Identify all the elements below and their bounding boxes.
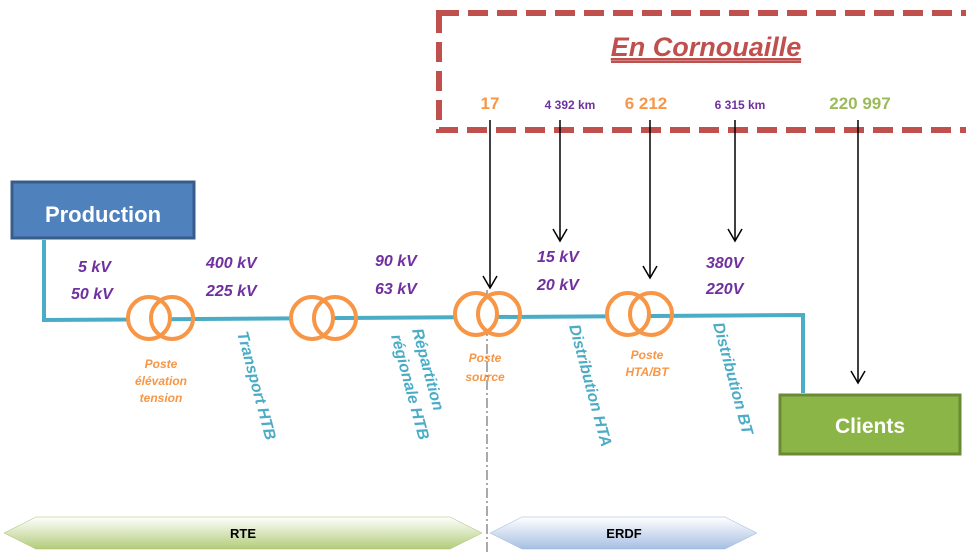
rte-label: RTE bbox=[230, 526, 256, 541]
substation-elevation-line2: élévation bbox=[135, 374, 187, 388]
production-label: Production bbox=[45, 202, 161, 227]
erdf-double-arrow bbox=[489, 516, 758, 550]
transformer-repartition-icon bbox=[289, 295, 358, 341]
voltage-repartition-2: 63 kV bbox=[375, 281, 418, 298]
region-dashed-box bbox=[436, 10, 966, 133]
voltage-bt-2: 220V bbox=[705, 281, 745, 298]
voltage-repartition-1: 90 kV bbox=[375, 253, 418, 270]
substation-source-line1: Poste bbox=[469, 351, 502, 365]
segment-distribution-bt: Distribution BT bbox=[709, 321, 756, 438]
substation-elevation-line3: tension bbox=[140, 391, 183, 405]
transformer-source-icon bbox=[453, 291, 522, 337]
voltage-production-1: 5 kV bbox=[78, 259, 112, 276]
voltage-hta-1: 15 kV bbox=[537, 249, 580, 266]
voltage-hta-2: 20 kV bbox=[536, 277, 580, 294]
transformer-hta-bt-icon bbox=[605, 291, 674, 337]
count-postes-source: 17 bbox=[481, 94, 500, 113]
substation-hta-bt-line2: HTA/BT bbox=[625, 365, 670, 379]
erdf-label: ERDF bbox=[606, 526, 641, 541]
voltage-production-2: 50 kV bbox=[71, 286, 114, 303]
count-clients: 220 997 bbox=[829, 94, 890, 113]
voltage-transport-1: 400 kV bbox=[205, 255, 258, 272]
count-km-bt: 6 315 km bbox=[715, 98, 766, 112]
transformer-elevation-icon bbox=[126, 295, 195, 341]
substation-hta-bt-line1: Poste bbox=[631, 348, 664, 362]
count-postes-hta-bt: 6 212 bbox=[625, 94, 668, 113]
power-line bbox=[42, 240, 805, 393]
substation-elevation-line1: Poste bbox=[145, 357, 178, 371]
segment-transport-htb: Transport HTB bbox=[233, 330, 278, 442]
region-title: En Cornouaille bbox=[611, 32, 802, 62]
rte-double-arrow bbox=[3, 516, 483, 550]
clients-box bbox=[778, 393, 962, 456]
voltage-transport-2: 225 kV bbox=[205, 283, 258, 300]
count-km-hta: 4 392 km bbox=[545, 98, 596, 112]
voltage-bt-1: 380V bbox=[706, 255, 745, 272]
clients-label: Clients bbox=[835, 415, 905, 438]
segment-distribution-hta: Distribution HTA bbox=[565, 323, 614, 449]
substation-source-line2: source bbox=[465, 370, 505, 384]
production-box bbox=[10, 180, 196, 240]
